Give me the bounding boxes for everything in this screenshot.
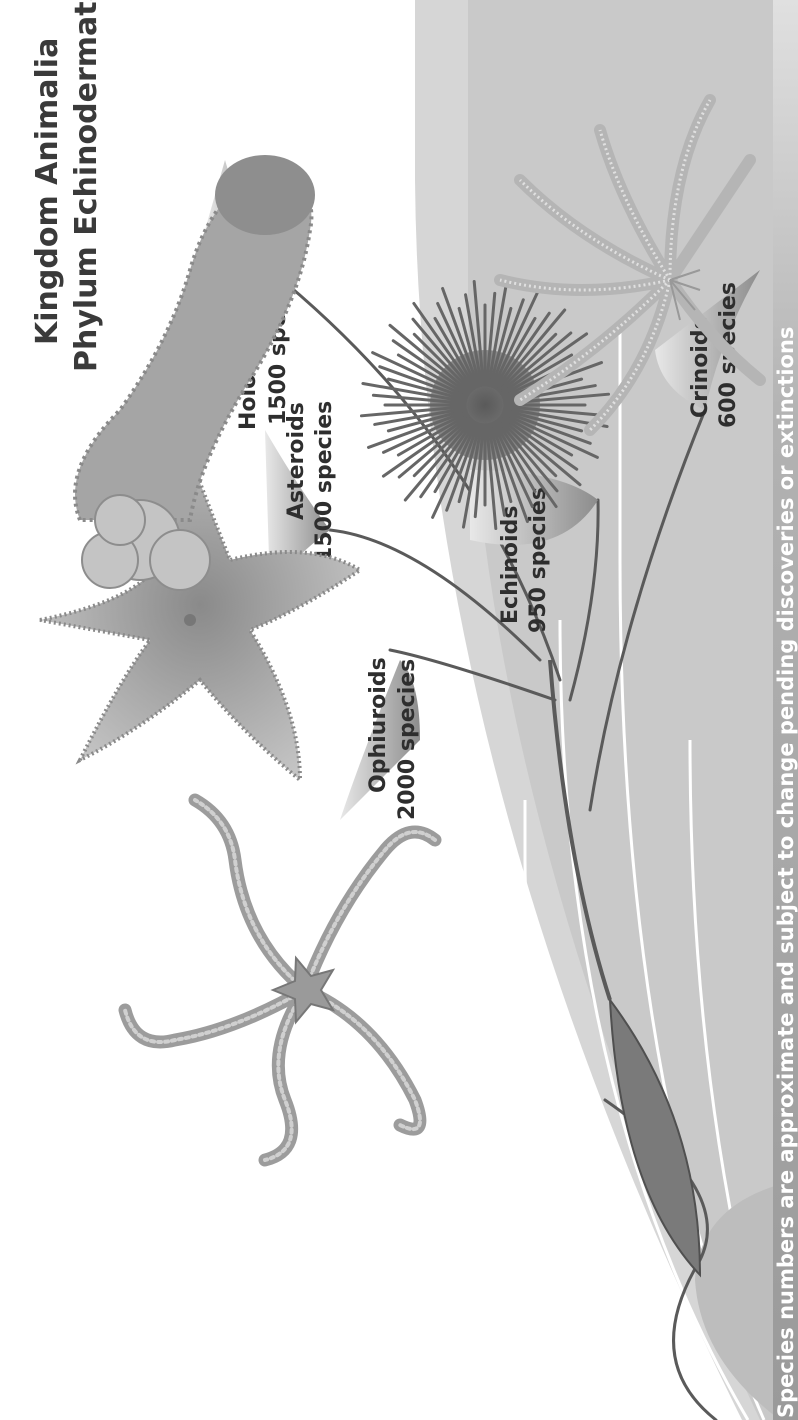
label-echinoids-count: 950 species bbox=[526, 487, 551, 633]
label-asteroids-count: 1500 species bbox=[312, 401, 337, 562]
title-line-2: Phylum Echinodermata bbox=[69, 0, 104, 372]
time-bands bbox=[415, 0, 798, 1420]
label-echinoids-name: Echinoids bbox=[498, 506, 523, 624]
ophiuroid-illustration bbox=[125, 800, 435, 1160]
footnote-text: Species numbers are approximate and subj… bbox=[774, 327, 798, 1418]
label-ophiuroids-count: 2000 species bbox=[395, 659, 420, 820]
label-ophiuroids-name: Ophiuroids bbox=[366, 657, 391, 793]
title-line-1: Kingdom Animalia bbox=[30, 38, 65, 345]
